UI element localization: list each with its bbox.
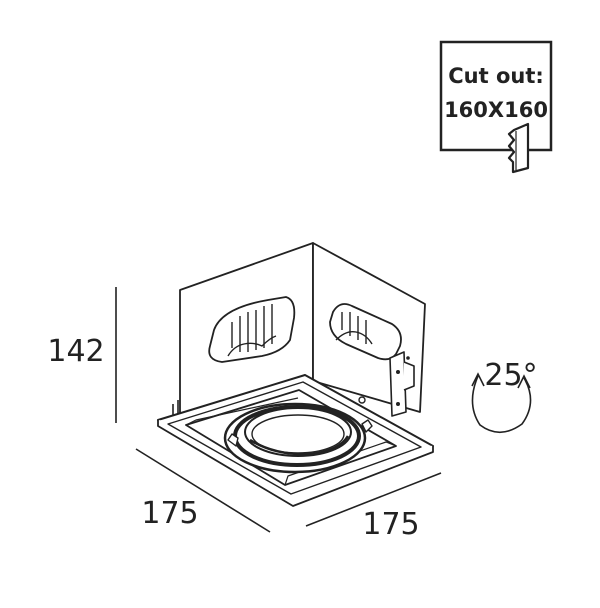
cutout-label: Cut out: [448,64,544,88]
rotation-arrow-icon [471,372,532,434]
screw [358,396,366,404]
lamp-reflector [244,407,352,457]
depth-line [305,472,442,527]
height-value: 142 [47,334,104,369]
housing-right-window [329,303,402,361]
depth-value: 175 [362,507,419,542]
gimbal-lamp [223,402,373,474]
width-value: 175 [141,496,198,531]
cutout-box-icon: Cut out: 160X160 [439,40,553,174]
cutout-box-frame [439,40,553,152]
downlight-fixture [157,242,434,507]
saw-blade-icon [507,122,530,174]
width-line [135,448,271,533]
mounting-clip [389,351,415,417]
height-dimension: 142 [47,287,117,423]
housing-left-window [208,296,296,363]
depth-dimension: 175 [305,472,442,542]
cutout-size: 160X160 [444,98,548,122]
tilt-indicator: 25° [471,358,538,434]
width-dimension: 175 [135,448,271,533]
